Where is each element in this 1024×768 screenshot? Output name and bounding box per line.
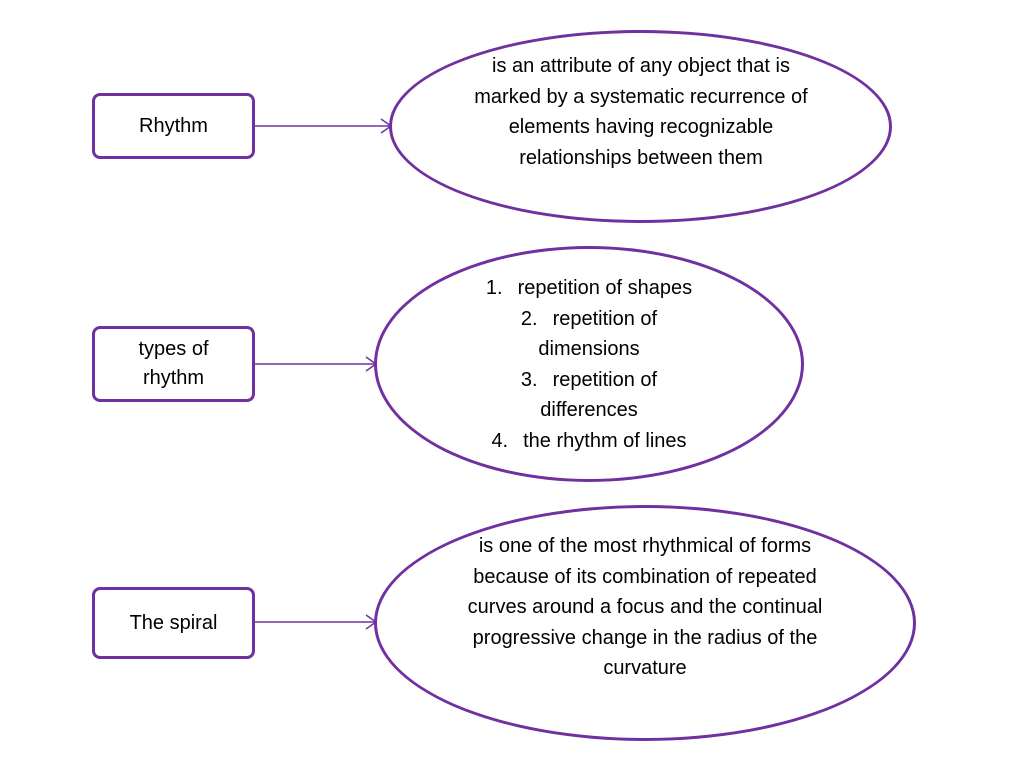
list-item: 1. repetition of shapes	[443, 273, 735, 304]
types-ellipse	[374, 246, 804, 482]
definition-text-the-spiral: is one of the most rhythmical of forms b…	[467, 535, 823, 679]
list-text: repetition of shapes	[517, 277, 693, 299]
list-text: repetition of dimensions	[538, 307, 658, 361]
definition-text-rhythm: is an attribute of any object that is ma…	[474, 55, 808, 169]
list-text: the rhythm of lines	[523, 429, 687, 452]
term-label: types of rhythm	[138, 338, 209, 389]
arrow-the-spiral	[255, 614, 378, 630]
arrow-rhythm	[255, 118, 393, 134]
types-list: 1.repetition of shapes 2.repetition of d…	[443, 273, 735, 456]
list-number: 4.	[491, 429, 509, 452]
definition-ellipse-rhythm	[389, 30, 892, 223]
term-label: The spiral	[129, 611, 218, 634]
term-box-the-spiral: The spiral	[92, 587, 255, 659]
list-number: 3.	[520, 368, 538, 391]
term-box-rhythm: Rhythm	[92, 93, 255, 159]
definition-ellipse-the-spiral	[374, 505, 916, 741]
term-box-types-of-rhythm: types of rhythm	[92, 326, 255, 402]
list-number: 2.	[520, 307, 538, 330]
list-item: 2.repetition of dimensions	[443, 304, 735, 365]
list-item: 3.repetition of differences	[443, 365, 735, 426]
list-text: repetition of differences	[540, 368, 658, 422]
list-item: 4. the rhythm of lines	[443, 426, 735, 457]
list-number: 1.	[485, 277, 503, 299]
term-label: Rhythm	[139, 114, 208, 137]
types-list-container: 1.repetition of shapes 2.repetition of d…	[443, 273, 735, 456]
arrow-types-of-rhythm	[255, 356, 378, 372]
